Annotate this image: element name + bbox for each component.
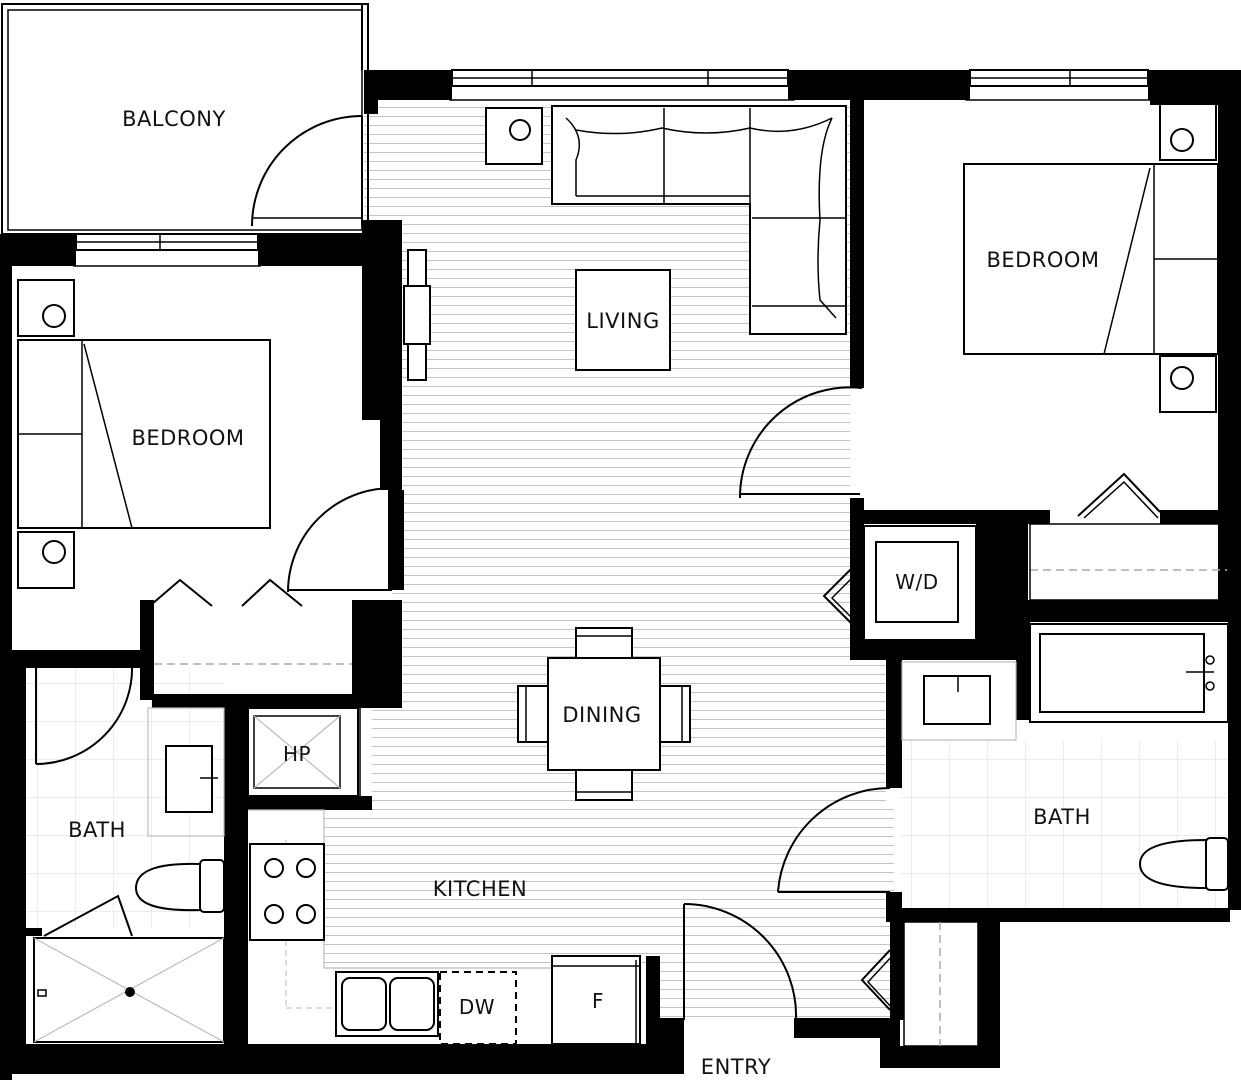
shower-left [33,894,225,1043]
vanity-left [147,707,225,837]
side-table-living [485,107,543,165]
sofa [551,105,847,335]
dishwasher [439,971,517,1045]
label-washer-dryer: W/D [895,570,938,594]
washer-dryer [863,525,977,641]
room-label-bedroom-right: BEDROOM [986,248,1099,272]
nightstand-right-bottom [1159,355,1217,413]
coffee-table [575,269,671,371]
room-label-bedroom-left: BEDROOM [131,426,244,450]
room-label-bath-left: BATH [68,818,126,842]
toilet-left [134,859,225,913]
bed-right [963,163,1219,355]
vanity-right [901,661,1017,741]
bed-left [17,339,271,529]
label-heat-pump: HP [283,742,311,766]
doors [35,115,1161,1021]
windows [73,69,1153,267]
heat-pump [247,707,361,797]
entry-closet [903,921,979,1047]
room-label-living: LIVING [586,309,659,333]
nightstand-left-top [17,279,75,337]
label-dishwasher: DW [459,995,495,1019]
room-label-entry: ENTRY [701,1055,771,1079]
tv-unit [403,249,431,381]
closet-shelves [154,523,1229,665]
cooktop [249,843,325,941]
walls [0,70,1241,1080]
nightstand-left-bottom [17,531,75,589]
dining-set [517,627,691,801]
toilet-right [1138,837,1229,891]
kitchen-sink [335,971,439,1037]
room-label-dining: DINING [562,703,641,727]
tub-right [1029,623,1229,723]
room-label-bath-right: BATH [1033,805,1091,829]
fridge [551,955,641,1045]
nightstand-right-top [1159,103,1217,161]
room-label-kitchen: KITCHEN [433,877,528,901]
room-label-balcony: BALCONY [122,107,226,131]
label-fridge: F [592,989,604,1013]
